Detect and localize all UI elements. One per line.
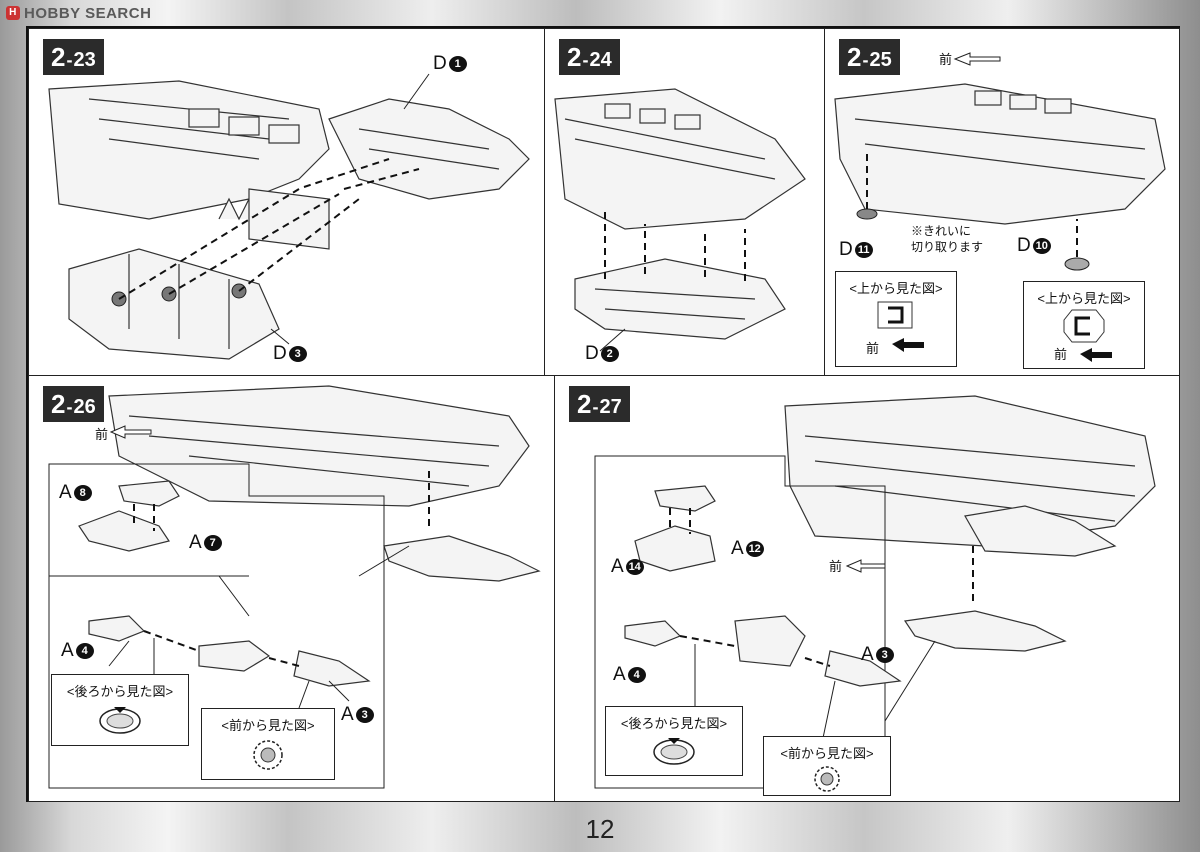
front-label-row: 前 — [866, 338, 879, 357]
step-major: 2 — [847, 42, 862, 72]
part-number: 3 — [288, 346, 307, 362]
view-caption: <上から見た図> — [849, 281, 943, 296]
step-2-25-illustration — [834, 52, 1166, 271]
part-number: 2 — [600, 346, 619, 362]
part-letter: A — [61, 640, 74, 661]
rear-view-icon — [653, 738, 695, 765]
step-2-27-badge: 2-27 — [569, 386, 630, 422]
front-label-row: 前 — [1054, 344, 1067, 363]
front-direction-indicator: 前 — [829, 556, 842, 575]
d11-top-view-icon — [877, 301, 924, 352]
part-letter: A — [341, 704, 354, 725]
part-number: 4 — [75, 643, 94, 659]
front-label: 前 — [829, 559, 843, 574]
part-letter: A — [861, 644, 874, 665]
part-letter: A — [613, 664, 626, 685]
part-number: 3 — [355, 707, 374, 723]
part-number: 10 — [1032, 238, 1051, 254]
hobby-search-logo-icon: H — [6, 6, 20, 20]
step-minor: 27 — [599, 396, 622, 418]
rear-view-box: <後ろから見た図> — [605, 706, 743, 776]
step-major: 2 — [51, 389, 66, 419]
step-2-23-illustration — [48, 73, 530, 360]
front-direction-indicator: 前 — [939, 49, 952, 68]
step-2-23-badge: 2-23 — [43, 39, 104, 75]
step-2-25-badge: 2-25 — [839, 39, 900, 75]
step-major: 2 — [567, 42, 582, 72]
part-number: 12 — [745, 541, 764, 557]
front-view-gear-icon — [253, 740, 283, 770]
view-caption: <前から見た図> — [221, 718, 315, 733]
part-letter: A — [59, 482, 72, 503]
part-number: 14 — [625, 559, 644, 575]
step-minor: 23 — [73, 49, 96, 71]
trim-note: ※きれいに 切り取ります — [911, 224, 984, 254]
step-2-27-illustration — [594, 395, 1156, 789]
part-number: 7 — [203, 535, 222, 551]
part-letter: A — [611, 556, 624, 577]
rear-view-icon — [99, 707, 141, 734]
part-number: 4 — [627, 667, 646, 683]
part-letter: D — [433, 53, 447, 74]
front-label: 前 — [939, 52, 953, 67]
front-view-box: <前から見た図> — [763, 736, 891, 796]
part-number: 3 — [875, 647, 894, 663]
part-letter: D — [585, 343, 599, 364]
step-major: 2 — [51, 42, 66, 72]
part-number: 1 — [448, 56, 467, 72]
top-view-box-d11: <上から見た図> 前 — [835, 271, 957, 367]
step-2-26-badge: 2-26 — [43, 386, 104, 422]
watermark: H HOBBY SEARCH — [6, 4, 151, 22]
front-label: 前 — [95, 427, 109, 442]
part-letter: A — [189, 532, 202, 553]
page-number: 12 — [585, 814, 615, 844]
part-letter: A — [731, 538, 744, 559]
step-2-26-illustration — [48, 385, 541, 789]
step-minor: 24 — [589, 49, 612, 71]
rear-view-box: <後ろから見た図> — [51, 674, 189, 746]
step-2-24-badge: 2-24 — [559, 39, 620, 75]
step-2-24-illustration — [554, 88, 806, 352]
watermark-text: HOBBY SEARCH — [24, 4, 152, 22]
step-major: 2 — [577, 389, 592, 419]
view-caption: <後ろから見た図> — [66, 684, 174, 699]
front-view-box: <前から見た図> — [201, 708, 335, 780]
front-label: 前 — [1054, 347, 1068, 362]
part-letter: D — [1017, 235, 1031, 256]
view-caption: <上から見た図> — [1037, 291, 1131, 306]
top-view-box-d10: <上から見た図> 前 — [1023, 281, 1145, 369]
part-letter: D — [839, 239, 853, 260]
d10-top-view-icon — [1063, 309, 1112, 362]
front-view-gear-icon — [814, 766, 840, 792]
part-number: 8 — [73, 485, 92, 501]
step-minor: 25 — [869, 49, 892, 71]
view-caption: <前から見た図> — [780, 746, 874, 761]
step-minor: 26 — [73, 396, 96, 418]
front-direction-indicator: 前 — [95, 424, 108, 443]
part-letter: D — [273, 343, 287, 364]
view-caption: <後ろから見た図> — [620, 716, 728, 731]
part-number: 11 — [854, 242, 873, 258]
front-label: 前 — [866, 341, 880, 356]
